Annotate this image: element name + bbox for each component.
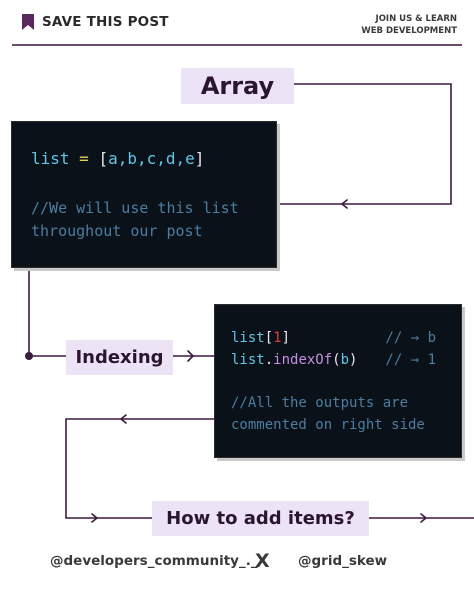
code-variable: list xyxy=(231,330,265,346)
indexof-line: list.indexOf(b) xyxy=(231,352,357,368)
index-access-line: list[1] xyxy=(231,330,290,346)
code-comment: throughout our post xyxy=(31,222,203,240)
code-output-comment: // → b xyxy=(385,330,436,346)
indexing-title: Indexing xyxy=(66,340,173,375)
save-post-label: SAVE THIS POST xyxy=(42,14,169,30)
arrow-right-icon xyxy=(420,513,427,523)
code-array-items: a,b,c,d,e xyxy=(108,149,195,168)
how-to-add-items-title: How to add items? xyxy=(152,501,369,536)
bookmark-icon xyxy=(22,14,34,30)
indexing-code-card: list[1] // → b list.indexOf(b) // → 1 //… xyxy=(214,304,462,458)
code-output-comment: // → 1 xyxy=(385,352,436,368)
grid-skew-handle[interactable]: @grid_skew xyxy=(298,553,388,569)
join-cta-line1: JOIN US & LEARN xyxy=(375,14,457,24)
code-argument: b xyxy=(340,352,350,368)
save-post-header[interactable]: SAVE THIS POST xyxy=(22,14,169,30)
array-code-card: list = [a,b,c,d,e] //We will use this li… xyxy=(11,121,277,268)
array-title: Array xyxy=(181,68,294,104)
code-paren: ) xyxy=(349,352,358,368)
arrow-right-icon xyxy=(91,513,98,523)
code-dot: . xyxy=(264,352,274,368)
code-comment: //We will use this list xyxy=(31,199,239,217)
code-method: indexOf xyxy=(273,352,333,368)
arrow-left-icon xyxy=(120,414,127,424)
indexing-connector-line xyxy=(28,268,66,357)
code-bracket: ] xyxy=(281,330,291,346)
junction-dot xyxy=(25,352,33,360)
code-bracket: [ xyxy=(98,149,109,168)
arrow-right-icon xyxy=(187,350,194,362)
array-connector-line xyxy=(277,83,452,205)
code-bracket: ] xyxy=(194,149,205,168)
collab-separator: X xyxy=(255,550,270,572)
code-paren: ( xyxy=(332,352,341,368)
code-index-number: 1 xyxy=(273,330,282,346)
array-declaration-line: list = [a,b,c,d,e] xyxy=(31,149,204,168)
card-to-howto-line xyxy=(65,418,214,519)
developers-community-handle[interactable]: @developers_community_._ xyxy=(50,553,258,569)
code-operator: = xyxy=(69,149,99,168)
arrow-left-icon xyxy=(341,199,348,209)
code-variable: list xyxy=(31,149,70,168)
code-bracket: [ xyxy=(264,330,274,346)
join-cta-line2: WEB DEVELOPMENT xyxy=(361,26,457,36)
code-variable: list xyxy=(231,352,265,368)
header-divider xyxy=(12,44,462,46)
join-cta: JOIN US & LEARN WEB DEVELOPMENT xyxy=(361,13,457,37)
code-comment: //All the outputs are xyxy=(231,395,409,411)
code-comment: commented on right side xyxy=(231,417,425,433)
